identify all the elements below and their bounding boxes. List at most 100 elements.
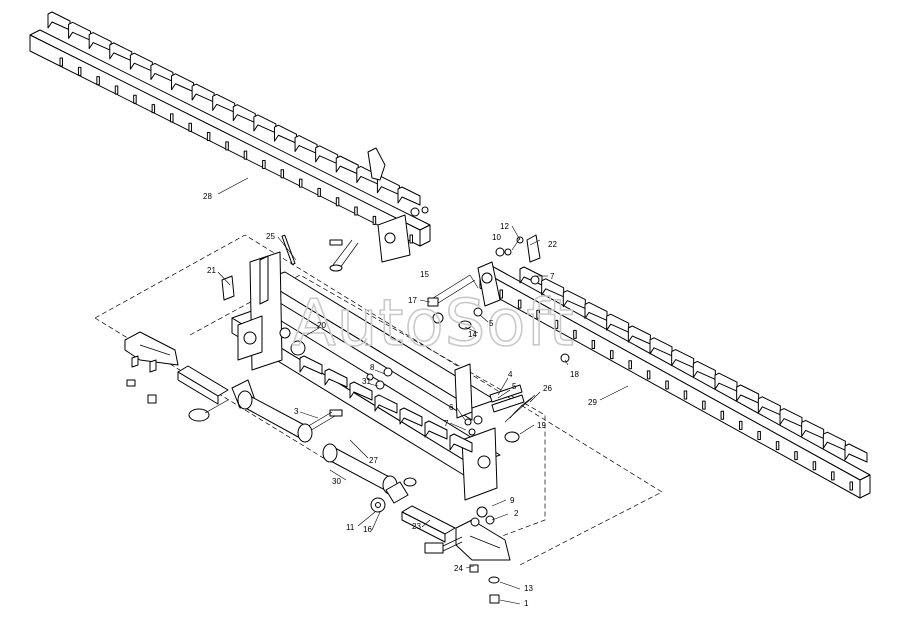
upper-hardware — [329, 147, 429, 272]
beam-peg — [831, 471, 835, 481]
tooth-bracket — [150, 62, 174, 82]
tooth-bracket — [627, 325, 651, 345]
beam-peg — [298, 178, 303, 188]
beam-peg — [720, 410, 725, 420]
tooth-bracket — [232, 104, 256, 124]
tooth-bracket — [449, 433, 473, 453]
tooth-bracket — [584, 301, 608, 321]
beam-peg — [335, 197, 340, 207]
beam-peg — [114, 85, 119, 95]
tooth-bracket — [47, 11, 71, 31]
left-skid-assembly — [124, 331, 256, 422]
beam-peg — [206, 132, 211, 142]
callout-label: 21 — [207, 266, 216, 275]
callout-label: 15 — [420, 270, 429, 279]
beam-peg — [372, 215, 377, 225]
callout-label: 2 — [514, 509, 519, 518]
beam-peg — [280, 169, 285, 179]
right-beam-29 — [479, 264, 871, 499]
callout-label: 5 — [489, 319, 494, 328]
callout-label: 29 — [588, 398, 597, 407]
callout-label: 1 — [524, 599, 529, 608]
beam-peg — [812, 461, 817, 471]
tooth-bracket — [324, 368, 348, 388]
tooth-bracket — [844, 443, 868, 463]
callout-label: 3 — [294, 407, 299, 416]
callout-label: 5 — [512, 382, 517, 391]
callout-label: 4 — [508, 370, 513, 379]
callout-label: 19 — [537, 421, 546, 430]
tooth-bracket — [109, 42, 133, 62]
beam-peg — [536, 309, 540, 319]
tooth-bracket — [88, 32, 112, 52]
tooth-bracket — [671, 349, 695, 369]
callout-label: 10 — [492, 233, 501, 242]
tooth-bracket — [562, 290, 586, 310]
beam-peg — [849, 481, 853, 491]
beam-peg — [262, 159, 266, 169]
right-hardware — [427, 234, 570, 363]
beam-peg — [517, 299, 522, 309]
tooth-bracket — [212, 93, 236, 113]
beam-peg — [738, 420, 743, 430]
tooth-bracket — [129, 52, 153, 72]
beam-peg — [59, 57, 63, 67]
tooth-bracket — [692, 360, 716, 380]
tubes — [237, 390, 417, 513]
beam-peg — [610, 350, 614, 360]
beam-peg — [133, 94, 137, 104]
beam-peg — [225, 141, 229, 151]
beam-peg — [665, 380, 669, 390]
tooth-bracket — [171, 73, 195, 93]
tooth-bracket — [397, 186, 421, 206]
callout-label: 25 — [266, 232, 275, 241]
beam-peg — [683, 390, 688, 400]
tooth-bracket — [315, 145, 339, 165]
tooth-bracket — [801, 419, 825, 439]
lower-skid-assembly — [401, 505, 511, 604]
callout-label: 17 — [408, 296, 417, 305]
tooth-bracket — [822, 431, 846, 451]
frame-teeth — [299, 355, 473, 453]
beam-peg — [554, 319, 559, 329]
callout-label: 24 — [454, 564, 463, 573]
tooth-bracket — [191, 83, 215, 103]
tooth-bracket — [757, 396, 781, 416]
beam-peg — [317, 187, 321, 197]
tooth-bracket — [349, 381, 373, 401]
upper-beam-28 — [29, 11, 431, 247]
tooth-bracket — [779, 408, 803, 428]
beam-peg — [243, 150, 248, 160]
tooth-bracket — [649, 337, 673, 357]
callout-label: 31 — [362, 377, 371, 386]
callout-label: 14 — [468, 330, 477, 339]
beam-peg — [170, 113, 174, 123]
watermark-text: AutoSoft — [292, 287, 575, 361]
tooth-bracket — [606, 313, 630, 333]
beam-peg — [591, 340, 596, 350]
tooth-bracket — [424, 420, 448, 440]
beam-peg — [409, 234, 413, 244]
tooth-bracket — [399, 407, 423, 427]
beam-peg — [188, 122, 192, 132]
callout-label: 20 — [317, 321, 326, 330]
tooth-bracket — [714, 372, 738, 392]
callout-label: 28 — [203, 192, 212, 201]
center-hardware — [221, 234, 536, 443]
beam-peg — [573, 329, 577, 339]
tooth-bracket — [736, 384, 760, 404]
callout-label: 27 — [369, 456, 378, 465]
callout-label: 9 — [510, 496, 515, 505]
beam-peg — [77, 66, 82, 76]
callout-leaders — [217, 177, 629, 605]
callout-label: 30 — [332, 477, 341, 486]
beam-peg — [354, 206, 358, 216]
tooth-bracket — [273, 124, 297, 144]
callout-label: 11 — [346, 523, 355, 532]
tooth-bracket — [253, 114, 277, 134]
callout-label: 7 — [444, 419, 449, 428]
beam-peg — [646, 370, 651, 380]
tooth-bracket — [294, 135, 318, 155]
beam-peg — [499, 289, 503, 299]
